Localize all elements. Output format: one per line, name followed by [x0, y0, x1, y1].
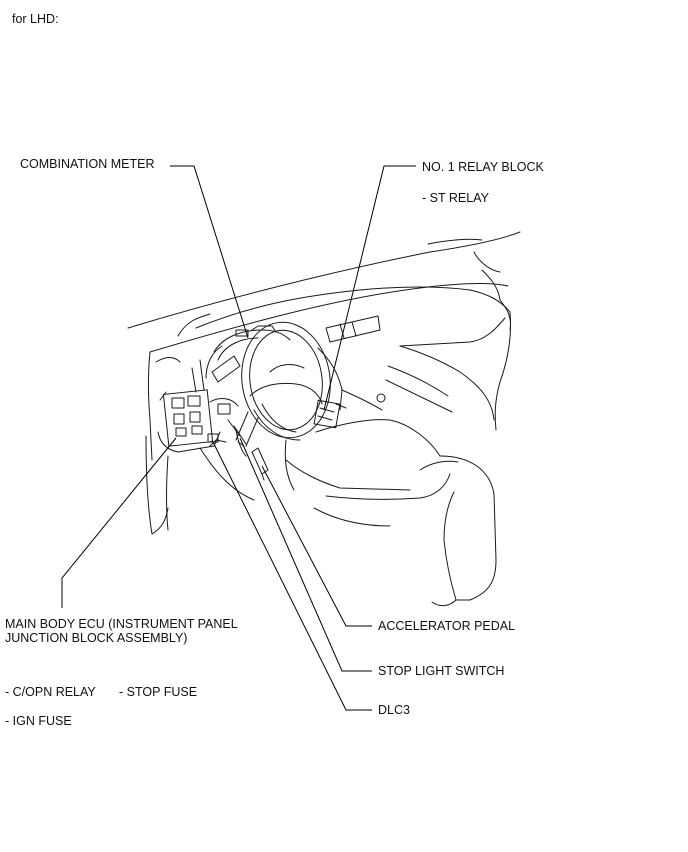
leader-main-body-ecu — [61, 437, 177, 608]
label-dlc3: DLC3 — [378, 703, 410, 717]
label-copn-relay: - C/OPN RELAY — [5, 685, 96, 699]
label-main-body-ecu-line2: JUNCTION BLOCK ASSEMBLY) — [5, 631, 188, 645]
leader-accelerator-pedal — [261, 465, 372, 627]
label-accelerator-pedal: ACCELERATOR PEDAL — [378, 619, 516, 633]
leader-dlc3 — [211, 439, 372, 711]
leader-relay-block — [323, 165, 416, 411]
page-title: for LHD: — [12, 12, 59, 26]
label-combination-meter: COMBINATION METER — [20, 157, 155, 171]
label-main-body-ecu-line1: MAIN BODY ECU (INSTRUMENT PANEL — [5, 617, 238, 631]
label-relay-block: NO. 1 RELAY BLOCK — [422, 160, 544, 174]
label-st-relay: - ST RELAY — [422, 191, 489, 205]
leader-combination-meter — [170, 165, 249, 339]
leader-stop-light-switch — [239, 437, 372, 672]
label-ign-fuse: - IGN FUSE — [5, 714, 72, 728]
dashboard-drawing — [127, 231, 521, 607]
label-stop-fuse: - STOP FUSE — [119, 685, 198, 699]
label-stop-light-switch: STOP LIGHT SWITCH — [378, 664, 505, 678]
leader-lines — [61, 165, 416, 711]
